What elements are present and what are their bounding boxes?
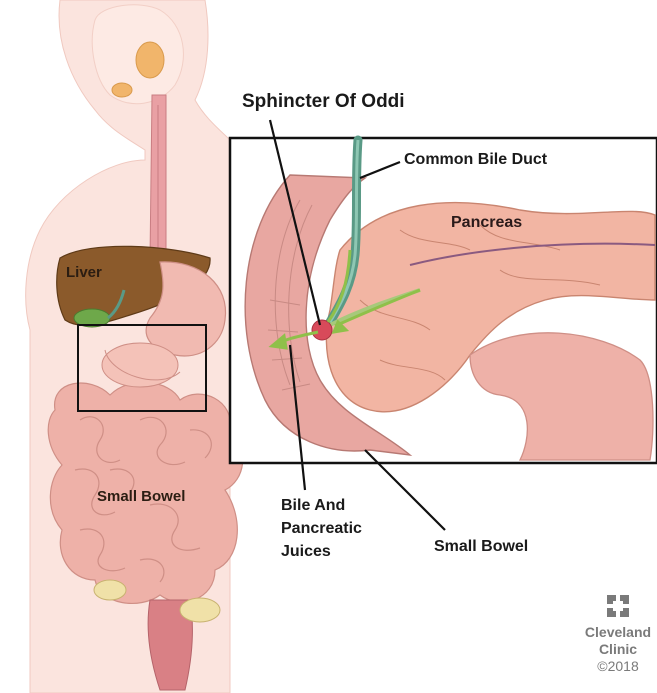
label-small-bowel-right: Small Bowel: [434, 538, 528, 556]
sphincter-of-oddi: [312, 320, 332, 340]
label-sphincter-of-oddi: Sphincter Of Oddi: [242, 91, 405, 113]
label-pancreas: Pancreas: [451, 214, 522, 232]
logo-line2: Clinic: [583, 641, 653, 658]
label-small-bowel-left: Small Bowel: [97, 488, 185, 505]
salivary-gland: [136, 42, 164, 78]
label-common-bile-duct: Common Bile Duct: [404, 151, 547, 169]
logo-copyright: ©2018: [583, 658, 653, 675]
cleveland-clinic-mark-icon: [607, 595, 629, 617]
cleveland-clinic-logo: Cleveland Clinic ©2018: [583, 595, 653, 675]
label-liver: Liver: [66, 264, 102, 281]
logo-line1: Cleveland: [583, 624, 653, 641]
label-bile-and-pancreatic-juices: Bile And Pancreatic Juices: [281, 494, 391, 563]
